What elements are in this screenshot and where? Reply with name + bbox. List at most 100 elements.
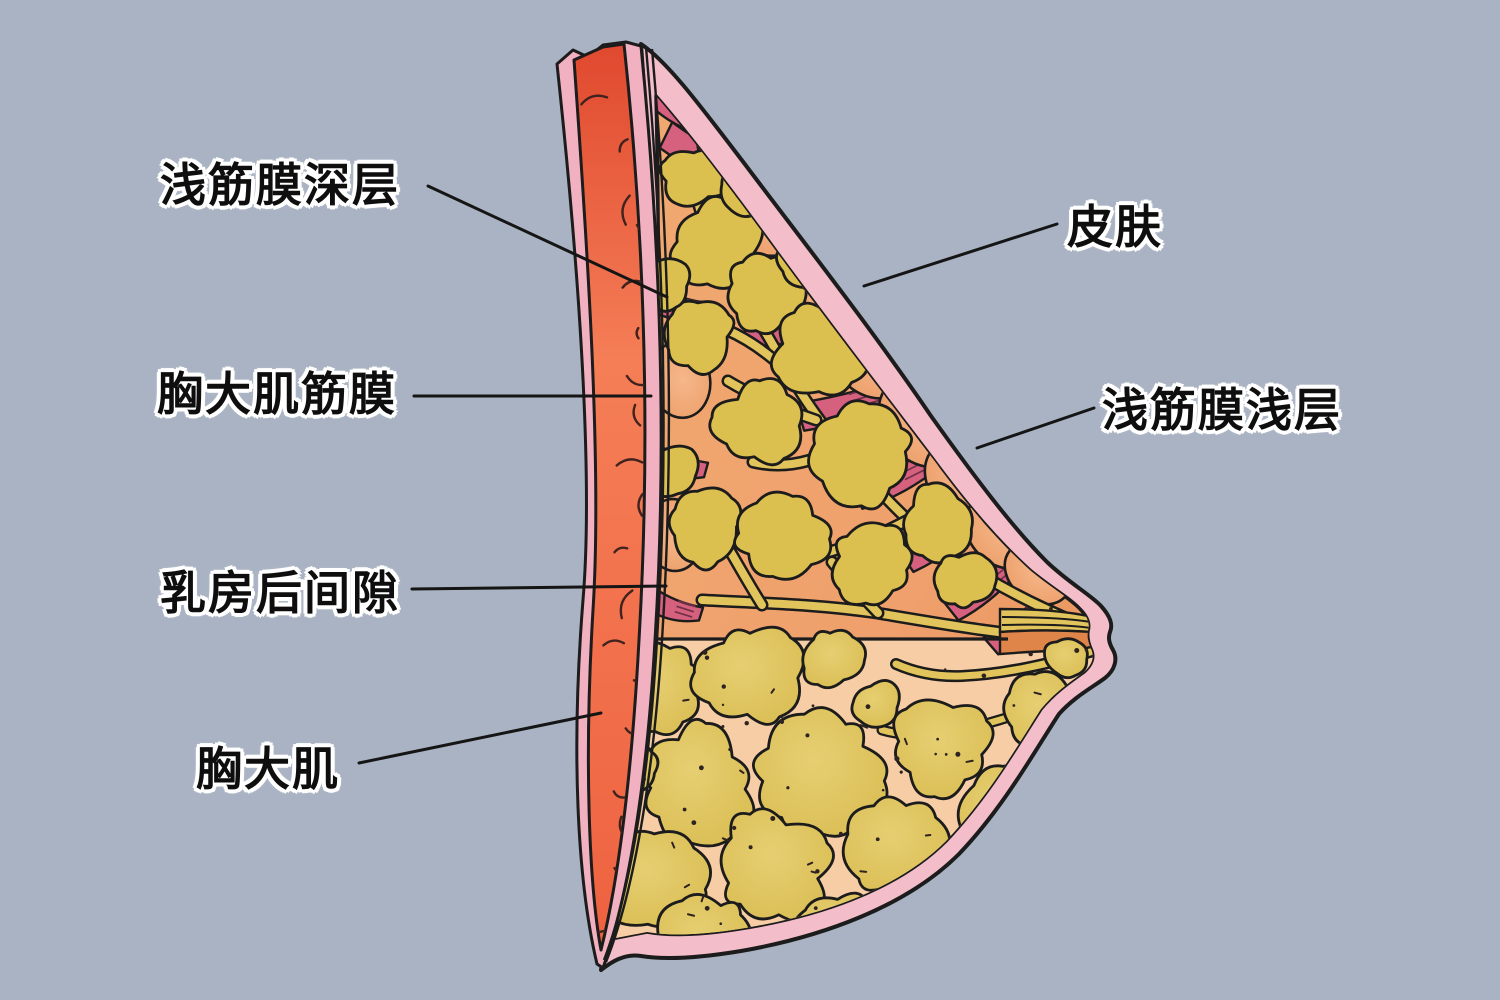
speckle-dash <box>770 688 776 694</box>
muscle-fiber-squiggle <box>619 589 634 620</box>
label-retromammary-space: 乳房后间隙 <box>160 566 400 620</box>
speckle-dot <box>721 724 725 728</box>
speckle-dash <box>721 837 731 843</box>
speckle-dot <box>704 905 710 911</box>
speckle-dash <box>682 698 690 702</box>
speckle-dash <box>924 834 932 837</box>
muscle-fiber-squiggle <box>615 458 644 467</box>
speckle-dot <box>894 756 900 762</box>
label-pectoralis-major-fascia: 胸大肌筋膜 <box>157 367 397 421</box>
muscle-fiber-squiggle <box>613 546 629 554</box>
speckle-dot <box>702 649 708 655</box>
muscle-fiber-squiggle <box>635 326 640 340</box>
gland-lobule <box>807 399 913 511</box>
speckle-dot <box>1012 704 1016 707</box>
speckle-dot <box>779 719 785 724</box>
speckle-dash <box>700 894 705 903</box>
leader-superficial-fascia-superficial-layer <box>975 406 1096 450</box>
gland-lobule <box>662 299 736 376</box>
muscle-fiber-squiggle <box>632 403 642 427</box>
speckle-dot <box>1028 651 1033 657</box>
speckle-dot <box>728 747 732 752</box>
speckles-group <box>636 579 1093 938</box>
speckle-dash <box>810 870 817 874</box>
speckle-dot <box>944 753 948 756</box>
speckle-dot <box>811 704 815 708</box>
speckle-dot <box>815 869 820 874</box>
pectoral-fascia-line <box>602 46 665 961</box>
ligament-hatch <box>674 610 693 618</box>
speckle-dot <box>682 807 687 812</box>
speckle-dot <box>1049 607 1053 611</box>
speckle-dash <box>859 870 868 873</box>
speckle-dot <box>1074 647 1080 653</box>
nipple-duct-line <box>1001 623 1092 629</box>
speckle-dot <box>748 845 753 850</box>
leader-superficial-fascia-deep-layer <box>426 184 669 299</box>
speckle-dot <box>838 831 843 836</box>
retromammary-space-line <box>604 48 671 963</box>
muscle-fiber-squiggle <box>632 679 645 688</box>
speckle-dash <box>903 737 908 746</box>
speckle-dot <box>899 770 903 774</box>
label-pectoralis-major: 胸大肌 <box>196 742 340 796</box>
speckle-dot <box>944 668 947 671</box>
speckle-dot <box>744 721 749 726</box>
speckle-dash <box>683 883 691 889</box>
speckle-dash <box>806 861 814 866</box>
milk-duct <box>726 547 766 609</box>
label-superficial-fascia-deep-layer: 浅筋膜深层 <box>160 158 400 212</box>
muscle-fiber-squiggle <box>637 492 644 517</box>
ligament-hatch <box>676 605 695 613</box>
pectoralis-major-muscle <box>572 42 647 952</box>
fat-lobule <box>801 628 867 690</box>
speckle-dot <box>981 673 987 679</box>
speckle-dot <box>1084 648 1089 652</box>
speckle-dot <box>721 684 726 689</box>
gland-lobule <box>932 551 999 610</box>
gland-lobule <box>830 521 914 607</box>
speckle-dot <box>875 837 880 842</box>
nipple-duct-line <box>1001 616 1092 623</box>
speckle-dot <box>721 703 725 707</box>
speckle-dash <box>671 841 676 849</box>
speckle-dot <box>805 733 810 738</box>
gland-lobule <box>733 490 833 581</box>
speckle-dot <box>813 906 818 911</box>
fat-lobule <box>892 698 995 801</box>
leader-pectoralis-major <box>357 711 603 765</box>
speckle-dot <box>719 922 723 926</box>
speckle-dash <box>686 913 696 917</box>
speckle-dash <box>965 759 974 763</box>
label-superficial-fascia-superficial-layer: 浅筋膜浅层 <box>1102 383 1342 437</box>
speckle-dot <box>770 816 776 822</box>
speckle-dot <box>955 751 961 757</box>
fat-lobule <box>689 625 806 726</box>
muscle-fiber-squiggle <box>635 223 645 240</box>
speckle-dot <box>704 655 710 660</box>
muscle-fiber-squiggle <box>580 94 609 106</box>
chest-wall <box>555 40 671 970</box>
label-skin: 皮肤 <box>1067 200 1163 254</box>
leader-retromammary-space <box>410 584 668 591</box>
gland-lobule <box>667 486 743 572</box>
muscle-fiber-squiggle <box>612 790 626 799</box>
speckle-dot <box>936 737 940 741</box>
speckle-dash <box>1033 691 1042 696</box>
speckle-dash <box>859 724 869 729</box>
speckle-dot <box>691 820 697 826</box>
speckle-dot <box>698 765 704 771</box>
leader-skin <box>862 222 1059 288</box>
speckle-dash <box>739 769 745 774</box>
speckle-dot <box>732 825 737 831</box>
fat-lobule <box>850 679 901 729</box>
speckle-dot <box>881 788 885 792</box>
gland-lobule <box>708 377 804 467</box>
leader-lines <box>357 184 1096 765</box>
muscle-fiber-squiggle <box>618 138 629 153</box>
muscle-fiber-squiggle <box>602 639 626 647</box>
speckle-dot <box>865 704 871 710</box>
speckle-dot <box>786 786 790 790</box>
